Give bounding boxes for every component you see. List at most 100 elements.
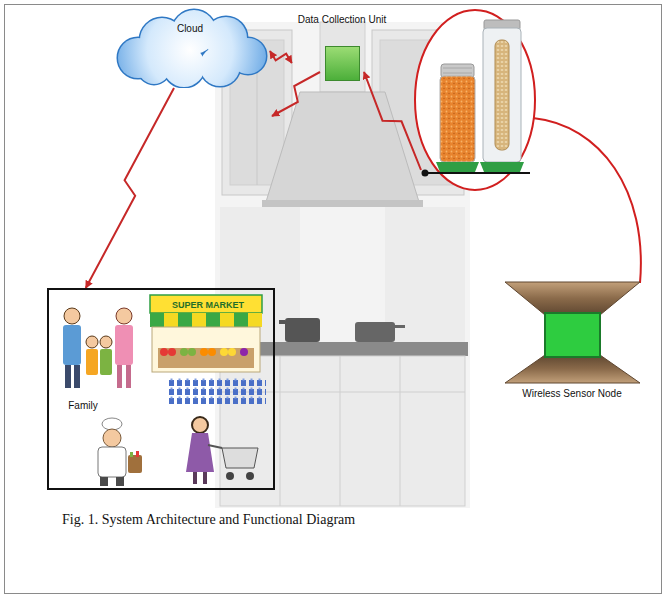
- consumer-picture: [203, 472, 207, 484]
- consumer-picture: [86, 349, 98, 375]
- kitchen-picture: [395, 325, 405, 328]
- kitchen-picture: [340, 356, 341, 506]
- consumer-picture: [200, 348, 208, 356]
- consumer-picture: [222, 448, 258, 468]
- consumer-picture: [248, 313, 262, 327]
- sensor-label: Wireless Sensor Node: [522, 388, 621, 400]
- consumer-picture: [100, 349, 112, 375]
- consumer-picture: [234, 313, 248, 327]
- consumer-picture: [166, 377, 266, 404]
- shop-sign: SUPER MARKET: [172, 300, 244, 310]
- unit-box: [325, 46, 360, 81]
- cloud-fill: [118, 10, 266, 87]
- cloud-outline: [200, 46, 240, 86]
- figure-frame: [5, 5, 662, 594]
- consumer-picture: [136, 451, 139, 457]
- consumer-picture: [180, 348, 188, 356]
- consumer-picture: [152, 327, 260, 372]
- sensor-body: [500, 280, 645, 385]
- consumer-picture: [164, 313, 178, 327]
- jar-callout: [422, 170, 429, 177]
- consumer-picture: [150, 295, 262, 313]
- consumer-picture: [74, 365, 80, 388]
- consumer-picture: [130, 452, 133, 457]
- family-label: Family: [68, 400, 97, 412]
- consumer-picture: [178, 313, 192, 327]
- cloud-outline: [110, 6, 270, 88]
- unit-heading: Data Collection Unit: [298, 14, 386, 26]
- jar-callout: [443, 68, 472, 69]
- cloud-outline: [118, 10, 266, 87]
- consumer-picture: [193, 472, 197, 484]
- consumer-picture: [98, 447, 126, 477]
- link-arrow: [364, 72, 421, 170]
- figure-caption: Fig. 1. System Architecture and Function…: [62, 512, 355, 528]
- sensor-board: [545, 313, 600, 357]
- link-arrow: [272, 72, 641, 283]
- consumer-picture: [206, 313, 220, 327]
- kitchen-picture: [285, 318, 320, 342]
- consumer-picture: [192, 417, 208, 433]
- data-collection-unit: Data Collection Unit: [292, 14, 392, 84]
- jar-callout: [436, 162, 479, 172]
- wireless-link: [270, 51, 292, 63]
- consumer-picture: [160, 348, 168, 356]
- kitchen-picture: [320, 22, 365, 92]
- consumer-picture: [116, 477, 124, 486]
- consumer-picture: [226, 472, 234, 480]
- kitchen-picture: [220, 207, 465, 342]
- consumer-picture: [128, 455, 142, 473]
- kitchen-picture: [265, 92, 420, 205]
- kitchen-picture: [262, 200, 423, 207]
- consumer-picture: [188, 348, 196, 356]
- consumer-picture: [100, 477, 108, 486]
- link-arrow: [272, 72, 320, 116]
- link-arrow: [533, 118, 641, 283]
- consumer-picture: [150, 313, 164, 327]
- consumer-picture: [186, 433, 214, 472]
- cloud-outline: [138, 52, 170, 84]
- jar-callout: [495, 40, 509, 150]
- cloud-fill: [138, 52, 170, 84]
- consumer-picture: [126, 365, 131, 388]
- consumer-picture: [100, 336, 112, 348]
- consumer-picture: [192, 313, 206, 327]
- wireless-sensor-node: Wireless Sensor Node: [500, 280, 645, 402]
- consumer-picture: [116, 308, 132, 324]
- consumer-picture: [117, 365, 122, 388]
- cloud-shape: Cloud: [110, 6, 270, 88]
- consumer-picture: [63, 295, 266, 486]
- kitchen-picture: [280, 356, 281, 506]
- consumer-picture: [102, 418, 122, 430]
- jar-callout: [440, 76, 475, 162]
- wireless-link: [86, 88, 174, 288]
- consumer-picture: [158, 348, 254, 368]
- consumer-picture: [103, 429, 121, 447]
- jar-callout: [425, 172, 530, 174]
- consumer-picture: [208, 348, 216, 356]
- kitchen-picture: [355, 322, 395, 342]
- jar-callout: [480, 162, 524, 172]
- kitchen-picture: [400, 356, 401, 506]
- cloud-fill: [200, 46, 240, 86]
- consumer-panel: SUPER MARKET Family: [47, 288, 275, 490]
- consumer-picture: [246, 472, 254, 480]
- jar-callout: [415, 10, 535, 190]
- consumer-picture: [115, 325, 133, 365]
- consumer-picture: [63, 325, 81, 365]
- consumer-picture: [220, 348, 228, 356]
- consumer-picture: [64, 308, 80, 324]
- consumer-picture: [228, 348, 236, 356]
- jar-callout: [443, 73, 472, 74]
- consumer-picture: [240, 348, 248, 356]
- cloud-label: Cloud: [177, 23, 203, 35]
- consumer-picture: [65, 365, 71, 388]
- consumer-picture: [220, 313, 234, 327]
- consumer-picture: [86, 336, 98, 348]
- consumer-picture: [168, 348, 176, 356]
- sensor-top: [505, 282, 640, 315]
- jar-callout: [415, 10, 535, 190]
- kitchen-picture: [279, 320, 285, 324]
